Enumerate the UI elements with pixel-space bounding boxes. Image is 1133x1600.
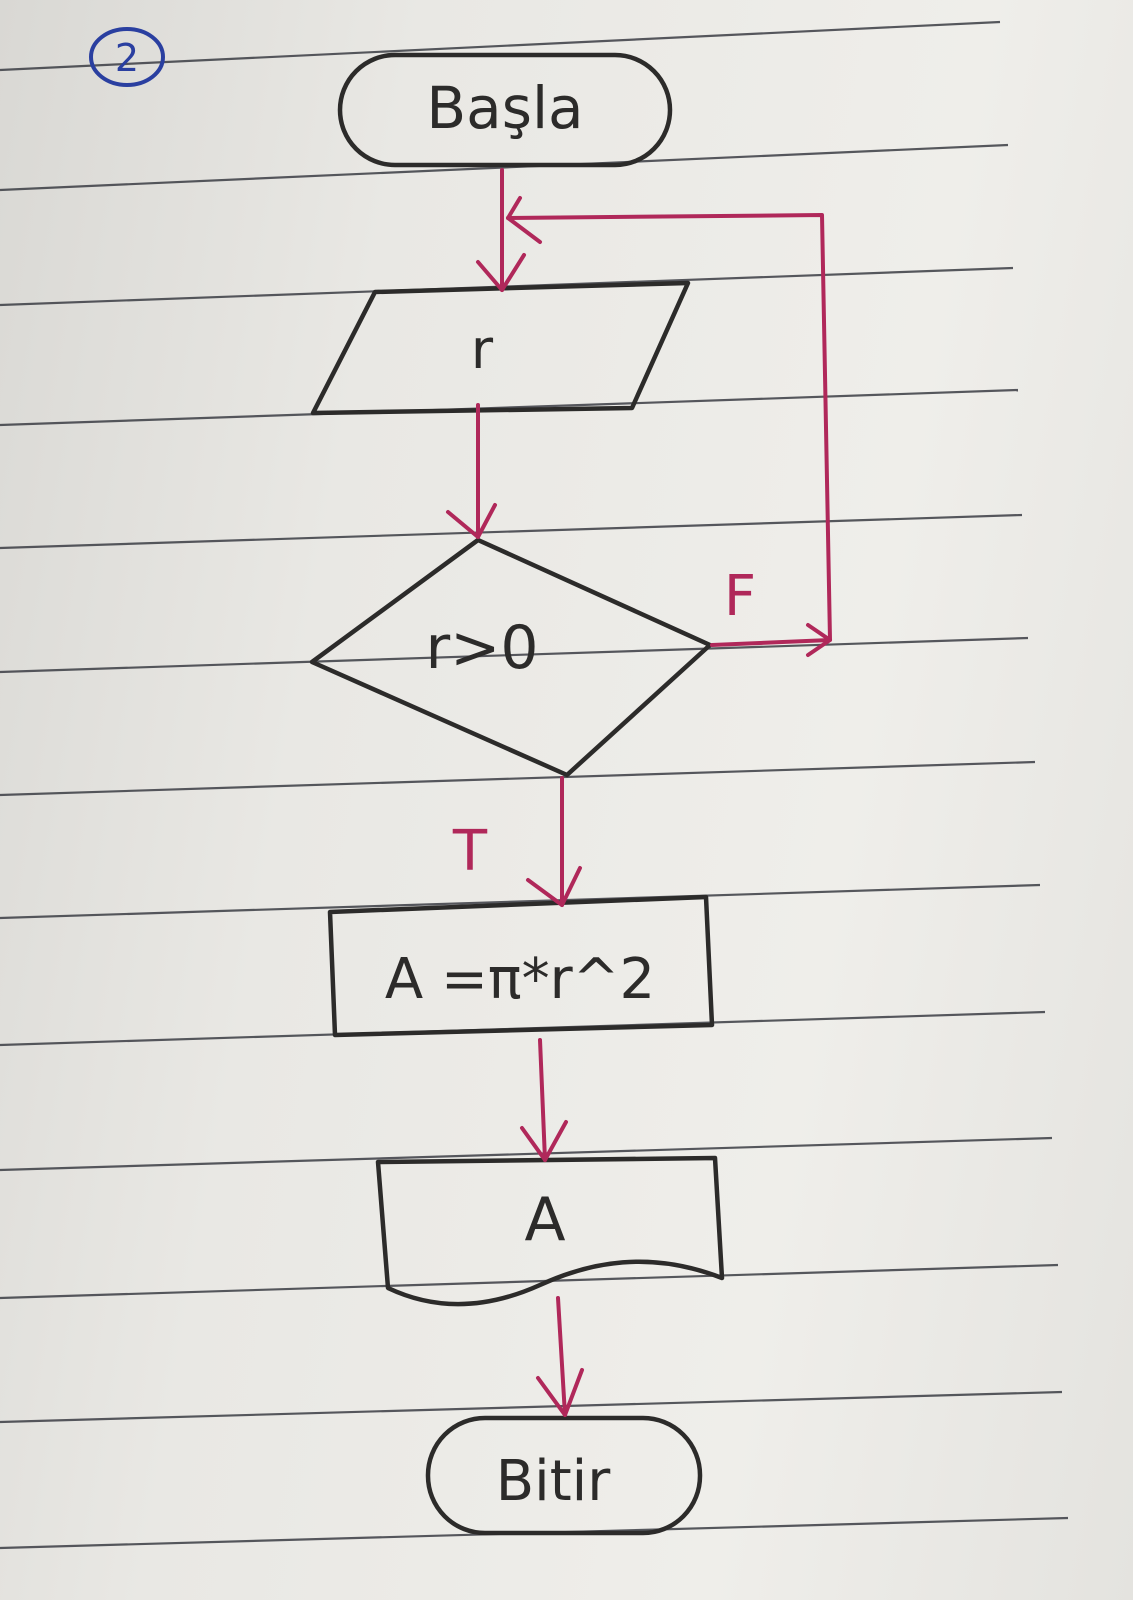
output-node: A bbox=[375, 1155, 725, 1307]
arrowhead-process-to-output bbox=[520, 1120, 568, 1162]
input-parallelogram bbox=[310, 280, 691, 416]
false-branch-label: F bbox=[724, 564, 756, 629]
decision-node: r>0 bbox=[309, 537, 713, 778]
process-label: A =π*r^2 bbox=[385, 947, 655, 1012]
arrow-output-to-end bbox=[556, 1296, 567, 1417]
decision-diamond bbox=[309, 537, 713, 778]
arrow-process-to-output bbox=[538, 1038, 547, 1162]
process-node: A =π*r^2 bbox=[327, 894, 715, 1038]
arrowhead-start-to-input bbox=[476, 253, 526, 292]
arrowhead-true-to-process bbox=[526, 866, 582, 907]
start-oval bbox=[337, 52, 673, 168]
end-label: Bitir bbox=[496, 1449, 611, 1514]
page-number-badge: 2 bbox=[89, 27, 165, 87]
arrow-false-loop bbox=[506, 213, 832, 647]
start-terminal: Başla bbox=[337, 52, 673, 168]
output-document bbox=[375, 1155, 725, 1307]
input-node: r bbox=[310, 280, 691, 416]
output-label: A bbox=[524, 1185, 565, 1255]
page-number: 2 bbox=[115, 36, 139, 80]
end-oval bbox=[425, 1415, 703, 1536]
ruled-lines bbox=[0, 20, 1069, 1550]
decision-label: r>0 bbox=[425, 613, 538, 683]
arrowhead-false-branch bbox=[806, 623, 832, 657]
process-rectangle bbox=[327, 894, 715, 1038]
true-branch-label: T bbox=[452, 819, 488, 884]
page-number-circle bbox=[89, 27, 165, 87]
arrowhead-output-to-end bbox=[536, 1368, 584, 1417]
start-label: Başla bbox=[426, 74, 583, 142]
arrowhead-input-to-decision bbox=[446, 503, 497, 539]
end-terminal: Bitir bbox=[425, 1415, 703, 1536]
flow-arrows bbox=[446, 168, 832, 1417]
input-label: r bbox=[471, 318, 494, 381]
arrowhead-false-return bbox=[506, 196, 542, 244]
